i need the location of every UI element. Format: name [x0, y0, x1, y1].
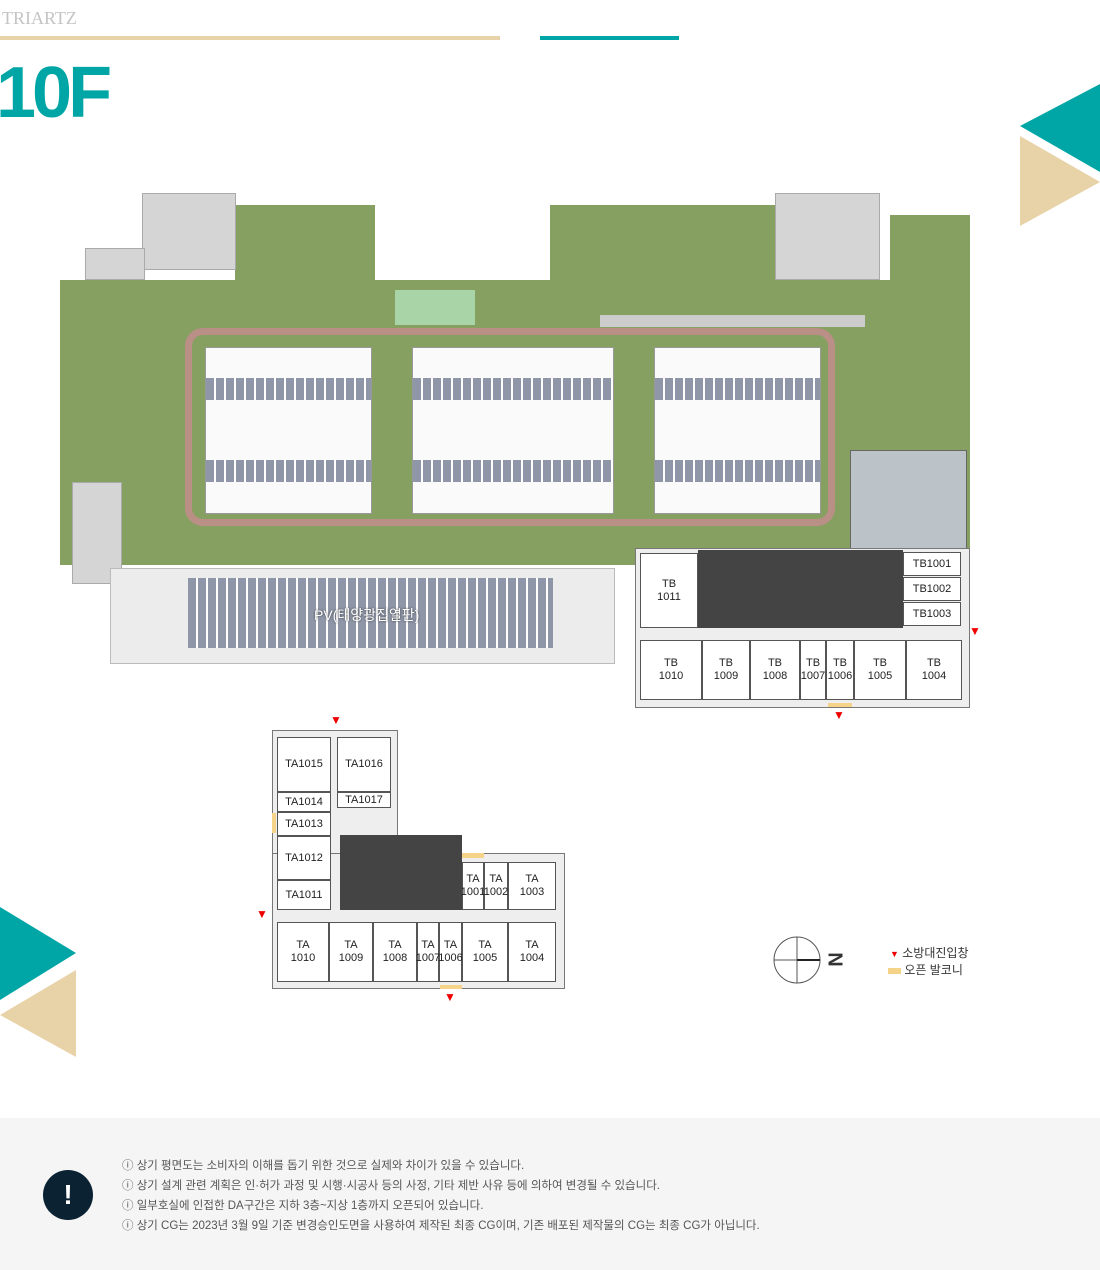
unit-ta1009[interactable]: TA 1009 [329, 922, 373, 982]
header-divider-beige [0, 36, 500, 40]
pv-panels [188, 578, 553, 648]
skylight-block [654, 347, 821, 514]
fire-access-marker: ▼ [833, 708, 845, 722]
header-divider-teal [540, 36, 679, 40]
legend: ▼ 소방대진입창 오픈 발코니 [888, 944, 969, 978]
unit-ta1015[interactable]: TA1015 [277, 737, 331, 792]
decor-triangles-left [0, 907, 76, 1057]
open-balcony [272, 813, 276, 833]
unit-ta1001[interactable]: TA 1001 [461, 862, 485, 910]
garden-block [550, 205, 775, 295]
garden-block [235, 205, 375, 285]
unit-tb1005[interactable]: TB 1005 [854, 640, 906, 700]
legend-fire-label: 소방대진입창 [902, 946, 969, 960]
compass-north-label: N [823, 952, 846, 967]
unit-tb1011[interactable]: TB 1011 [640, 553, 698, 628]
notice-footer [0, 1118, 1100, 1270]
open-balcony [828, 703, 852, 707]
tb-core [698, 550, 903, 628]
tb-upper-block [850, 450, 967, 552]
rooftop-structure [72, 482, 122, 584]
court [395, 290, 475, 325]
fire-access-marker: ▼ [330, 713, 342, 727]
brand-logo: TRIARTZ [2, 8, 77, 28]
unit-ta1002[interactable]: TA 1002 [484, 862, 508, 910]
fire-marker-icon: ▼ [890, 949, 899, 959]
unit-ta1012[interactable]: TA1012 [277, 836, 331, 880]
unit-ta1011[interactable]: TA1011 [277, 880, 331, 910]
unit-ta1007[interactable]: TA 1007 [416, 922, 440, 982]
pv-label: PV(태양광집열판) [314, 607, 420, 623]
unit-tb1002[interactable]: TB1002 [903, 577, 961, 601]
unit-ta1013[interactable]: TA1013 [277, 812, 331, 836]
balcony-swatch [888, 968, 901, 974]
open-balcony [462, 853, 484, 858]
fire-access-marker: ▼ [969, 624, 981, 638]
unit-tb1006[interactable]: TB 1006 [826, 640, 854, 700]
notice-list: ⓘ 상기 평면도는 소비자의 이해를 돕기 위한 것으로 실제와 차이가 있을 … [122, 1156, 760, 1236]
unit-tb1010[interactable]: TB 1010 [640, 640, 702, 700]
floor-title: 10F [0, 53, 112, 133]
notice-item: ⓘ 일부호실에 인접한 DA구간은 지하 3층~지상 1층까지 오픈되어 있습니… [122, 1200, 484, 1212]
skylight-block [205, 347, 372, 514]
unit-tb1007[interactable]: TB 1007 [800, 640, 826, 700]
unit-ta1005[interactable]: TA 1005 [462, 922, 508, 982]
unit-ta1014[interactable]: TA1014 [277, 792, 331, 812]
unit-tb1001[interactable]: TB1001 [903, 552, 961, 576]
unit-tb1009[interactable]: TB 1009 [702, 640, 750, 700]
walkway [600, 315, 865, 327]
fire-access-marker: ▼ [256, 907, 268, 921]
rooftop-structure [142, 193, 236, 270]
fire-access-marker: ▼ [444, 990, 456, 1004]
warning-icon: ! [43, 1170, 93, 1220]
unit-tb1008[interactable]: TB 1008 [750, 640, 800, 700]
unit-ta1016[interactable]: TA1016 [337, 737, 391, 792]
notice-item: ⓘ 상기 평면도는 소비자의 이해를 돕기 위한 것으로 실제와 차이가 있을 … [122, 1160, 525, 1172]
running-track [185, 328, 835, 526]
legend-balcony-label: 오픈 발코니 [904, 963, 963, 977]
notice-item: ⓘ 상기 CG는 2023년 3월 9일 기준 변경승인도면을 사용하여 제작된… [122, 1220, 760, 1232]
skylight-block [412, 347, 614, 514]
site-plan-top: PV(태양광집열판) TB 1011 TB1001 TB1002 TB1003 … [60, 193, 981, 722]
rooftop-structure [775, 193, 880, 280]
garden-block [890, 215, 970, 285]
ta-core [340, 835, 462, 910]
notice-item: ⓘ 상기 설계 관련 계획은 인·허가 과정 및 시행·시공사 등의 사정, 기… [122, 1180, 660, 1192]
rooftop-structure [85, 248, 145, 280]
unit-ta1003[interactable]: TA 1003 [508, 862, 556, 910]
compass-icon [773, 936, 821, 984]
unit-ta1008[interactable]: TA 1008 [373, 922, 417, 982]
open-balcony [440, 985, 462, 989]
unit-ta1010[interactable]: TA 1010 [277, 922, 329, 982]
decor-triangles-right [1020, 84, 1100, 226]
unit-ta1004[interactable]: TA 1004 [508, 922, 556, 982]
unit-tb1003[interactable]: TB1003 [903, 602, 961, 626]
unit-ta1006[interactable]: TA 1006 [438, 922, 463, 982]
unit-tb1004[interactable]: TB 1004 [906, 640, 962, 700]
unit-ta1017[interactable]: TA1017 [337, 792, 391, 808]
